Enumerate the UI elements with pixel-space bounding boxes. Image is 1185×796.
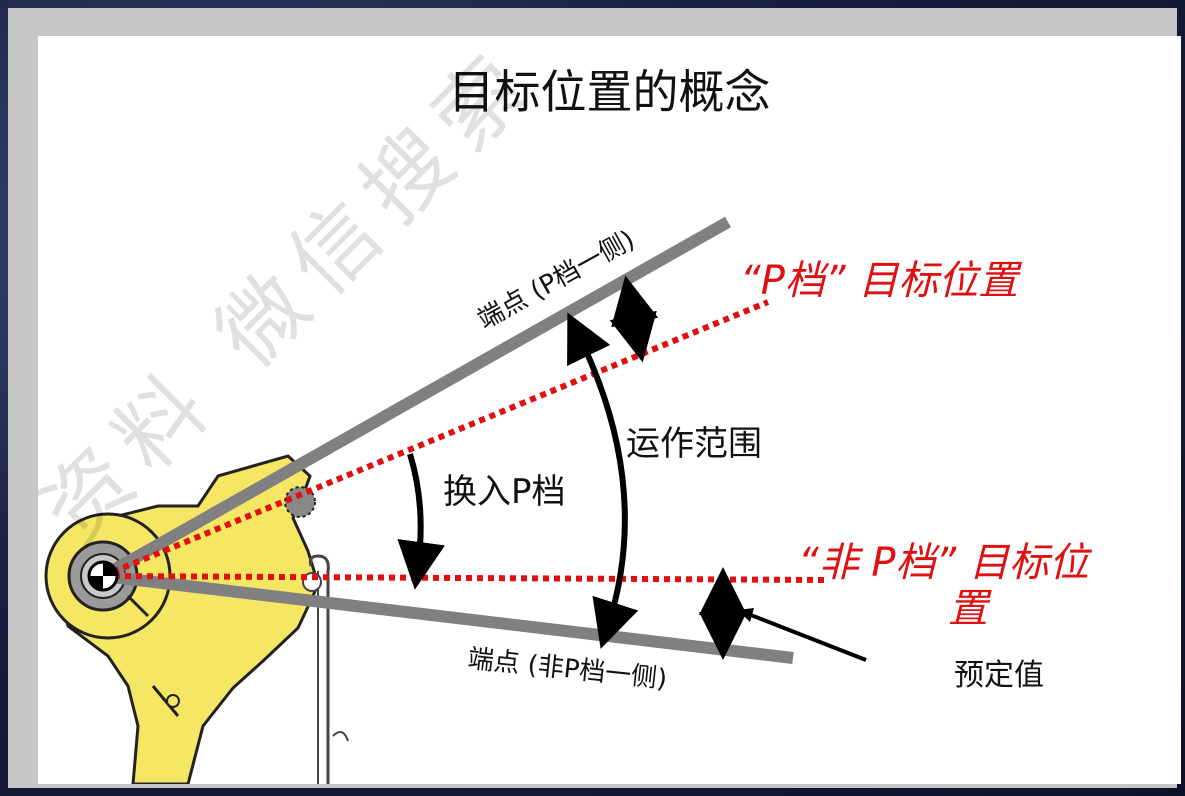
operating-range-label: 运作范围 [626, 424, 762, 464]
non-p-target-label-line2: 置 [948, 586, 988, 632]
slide-frame: 目标位置的概念 [8, 8, 1181, 788]
predetermined-value-label: 预定值 [954, 658, 1044, 693]
operating-range-arrow [567, 312, 639, 649]
arm-non-p-endpoint [102, 570, 794, 664]
p-offset-arrow [609, 275, 659, 363]
slide-canvas: 目标位置的概念 [38, 36, 1181, 784]
slide-title: 目标位置的概念 [448, 65, 771, 119]
rod [308, 554, 330, 784]
p-target-label: “P档” 目标位置 [740, 258, 1019, 304]
shift-into-p-arrow [397, 453, 445, 590]
pivot-center-icon [87, 560, 119, 592]
non-p-target-label-line1: “非 P档” 目标位 [798, 540, 1089, 586]
predetermined-leader-line [737, 608, 867, 662]
diagram-svg [44, 216, 867, 784]
shift-into-p-label: 换入P档 [443, 472, 566, 512]
